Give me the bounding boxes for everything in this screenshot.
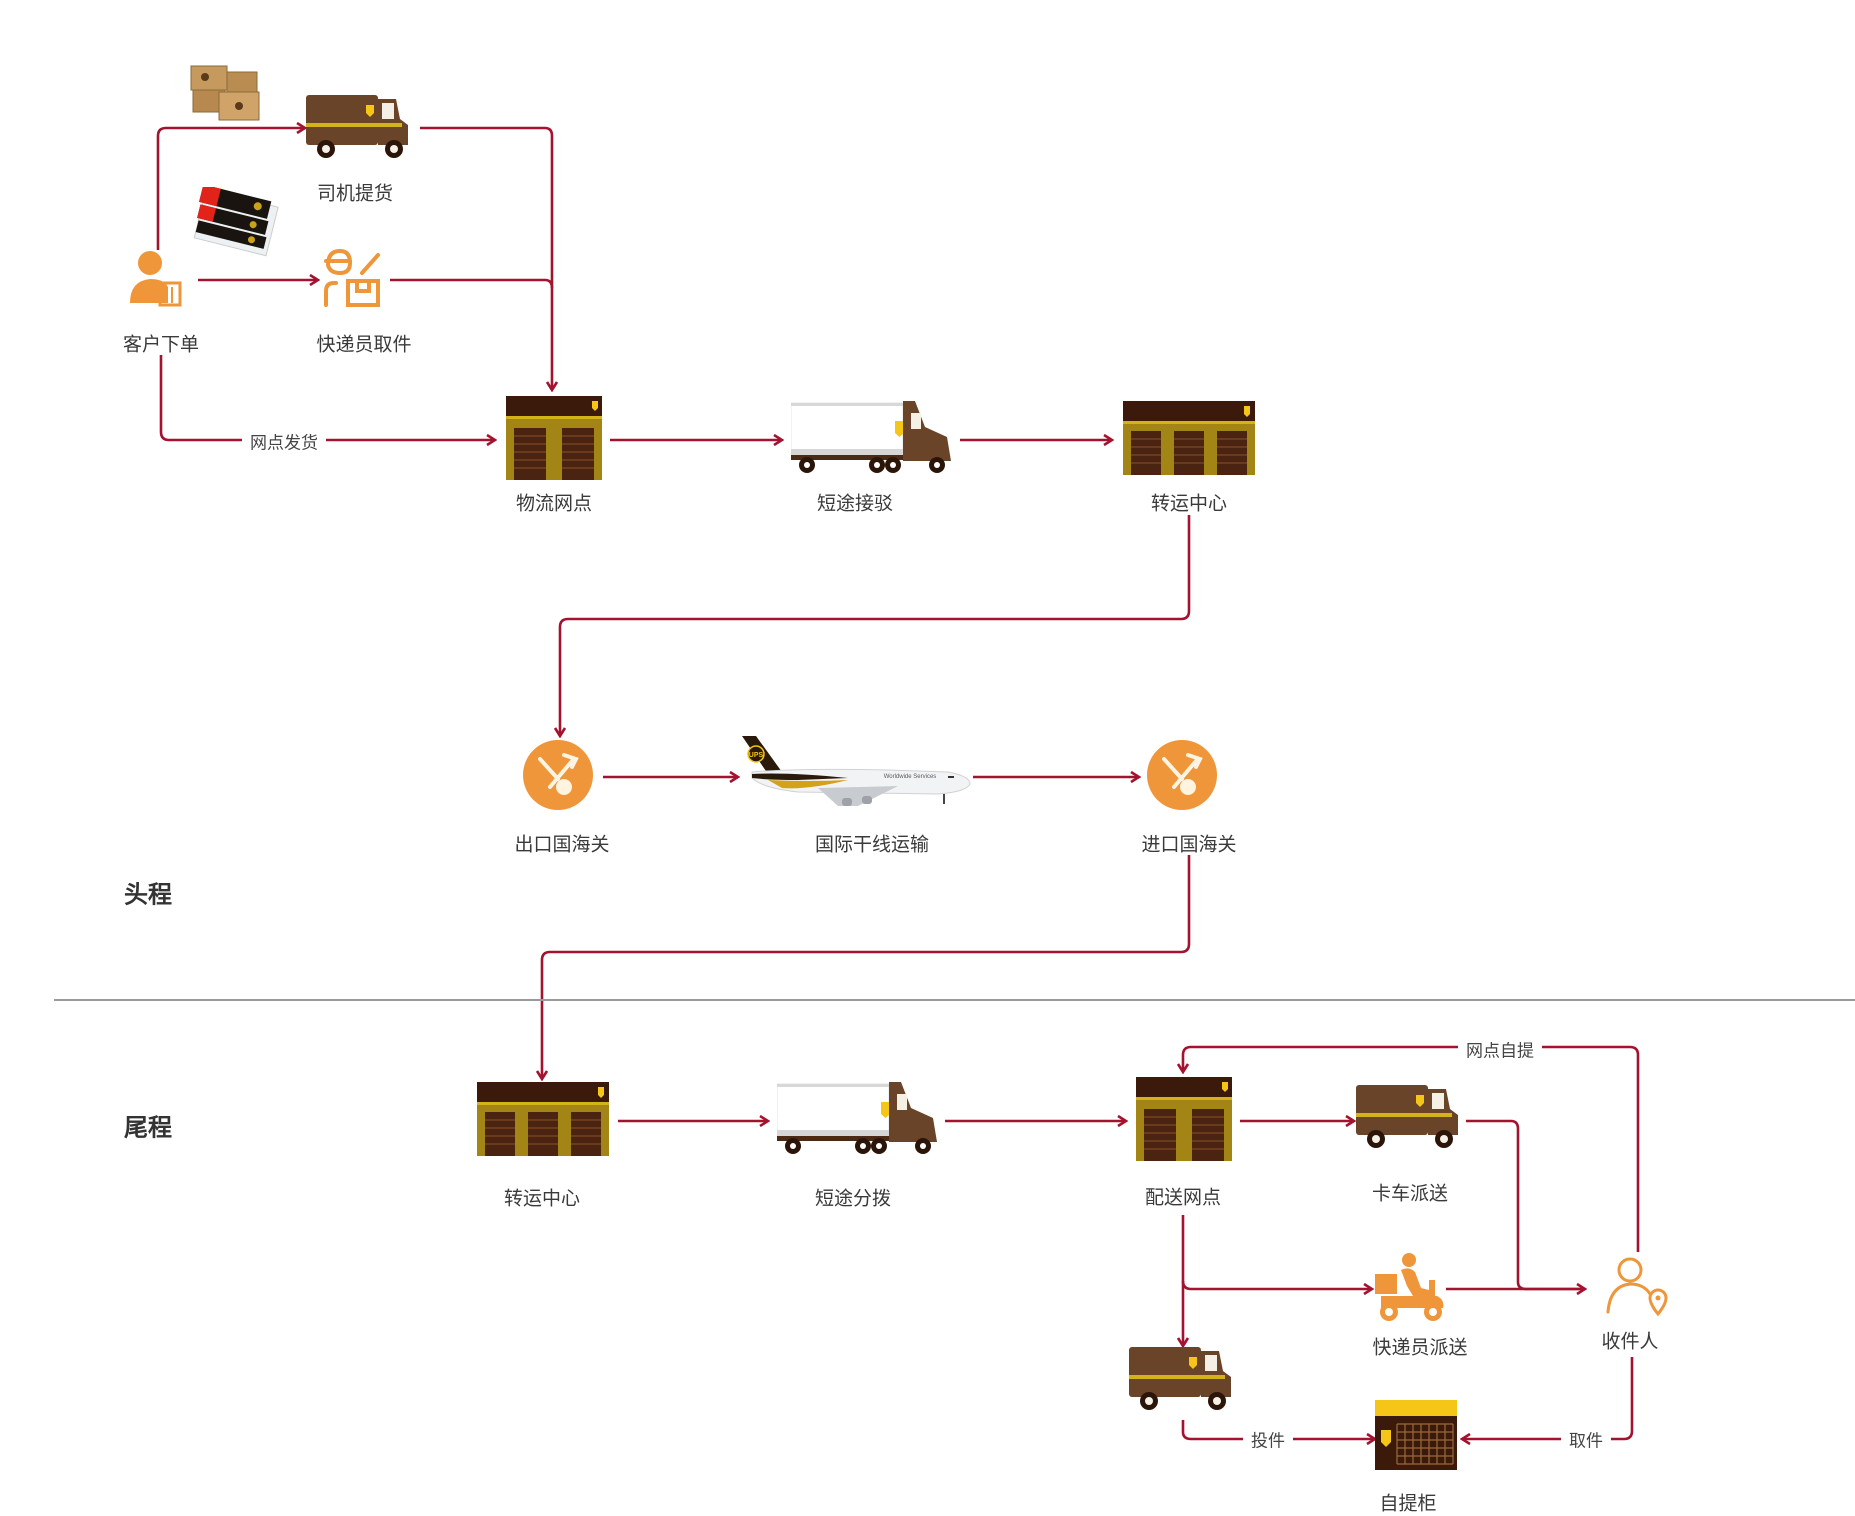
plane-tail-logo: UPS	[749, 752, 764, 759]
node-label-driver-pickup: 司机提货	[316, 182, 394, 205]
stage-label-tail: 尾程	[124, 1113, 172, 1142]
semi-truck-icon[interactable]	[790, 399, 955, 481]
node-label-import-customs: 进口国海关	[1141, 833, 1237, 856]
customs-icon[interactable]	[1146, 739, 1218, 815]
edge-customer-to-driver	[156, 128, 305, 250]
stage-divider	[54, 999, 1855, 1001]
edge-truck-delivery-to-recipient	[1466, 1119, 1585, 1289]
edge-courier-to-outlet	[390, 278, 554, 289]
node-label-export-customs: 出口国海关	[514, 833, 610, 856]
edge-label-outlet-selfpickup: 网点自提	[1458, 1036, 1542, 1062]
edge-label-collect: 取件	[1561, 1426, 1611, 1452]
node-label-international-trunk: 国际干线运输	[814, 833, 930, 856]
node-label-short-haul-transfer: 短途接驳	[816, 492, 894, 515]
node-label-pickup-locker: 自提柜	[1379, 1492, 1437, 1515]
node-label-customer-order: 客户下单	[122, 333, 200, 356]
customs-icon[interactable]	[522, 739, 594, 815]
warehouse-icon[interactable]	[1136, 1077, 1232, 1165]
node-label-recipient: 收件人	[1601, 1330, 1659, 1353]
node-label-courier-pickup: 快递员取件	[316, 333, 412, 356]
person-location-icon[interactable]	[1604, 1256, 1670, 1322]
edge-recipient-selfpickup	[1183, 1045, 1640, 1252]
stage-label-head: 头程	[124, 880, 172, 909]
edge-import-to-transit	[542, 855, 1191, 1079]
shipping-label-cards-image	[189, 184, 279, 263]
node-label-logistics-outlet: 物流网点	[515, 492, 593, 515]
ups-van-icon[interactable]	[1127, 1343, 1235, 1417]
edge-customer-dropoff	[159, 355, 495, 440]
edge-transit-to-export-customs	[560, 515, 1191, 736]
edge-outlet-to-scooter	[1181, 1215, 1372, 1289]
node-label-short-haul-distribution: 短途分拨	[814, 1187, 892, 1210]
edge-van-to-locker	[1181, 1420, 1375, 1439]
semi-truck-icon[interactable]	[776, 1080, 941, 1162]
ups-van-icon[interactable]	[1354, 1081, 1462, 1155]
parcel-locker-icon[interactable]	[1375, 1400, 1457, 1474]
ups-van-icon[interactable]	[304, 91, 412, 165]
customer-with-building-icon[interactable]	[128, 249, 184, 311]
plane-body-text: Worldwide Services	[884, 774, 937, 780]
edge-recipient-to-locker	[1462, 1357, 1634, 1439]
edge-driver-to-outlet	[420, 126, 552, 390]
warehouse-icon[interactable]	[1123, 401, 1255, 479]
edge-label-outlet-dropoff: 网点发货	[242, 428, 326, 454]
cargo-plane-icon[interactable]: UPS Worldwide Services	[738, 734, 974, 820]
node-label-transit-center-head: 转运中心	[1150, 492, 1228, 515]
edge-label-deposit: 投件	[1243, 1426, 1293, 1452]
scooter-courier-icon[interactable]	[1373, 1252, 1447, 1326]
node-label-delivery-outlet: 配送网点	[1144, 1186, 1222, 1209]
node-label-truck-delivery: 卡车派送	[1371, 1182, 1449, 1205]
warehouse-icon[interactable]	[506, 396, 602, 484]
cardboard-boxes-image	[189, 62, 265, 128]
warehouse-icon[interactable]	[477, 1082, 609, 1160]
node-label-transit-center-tail: 转运中心	[503, 1187, 581, 1210]
courier-with-package-icon[interactable]	[322, 247, 384, 313]
node-label-courier-delivery: 快递员派送	[1372, 1336, 1468, 1359]
